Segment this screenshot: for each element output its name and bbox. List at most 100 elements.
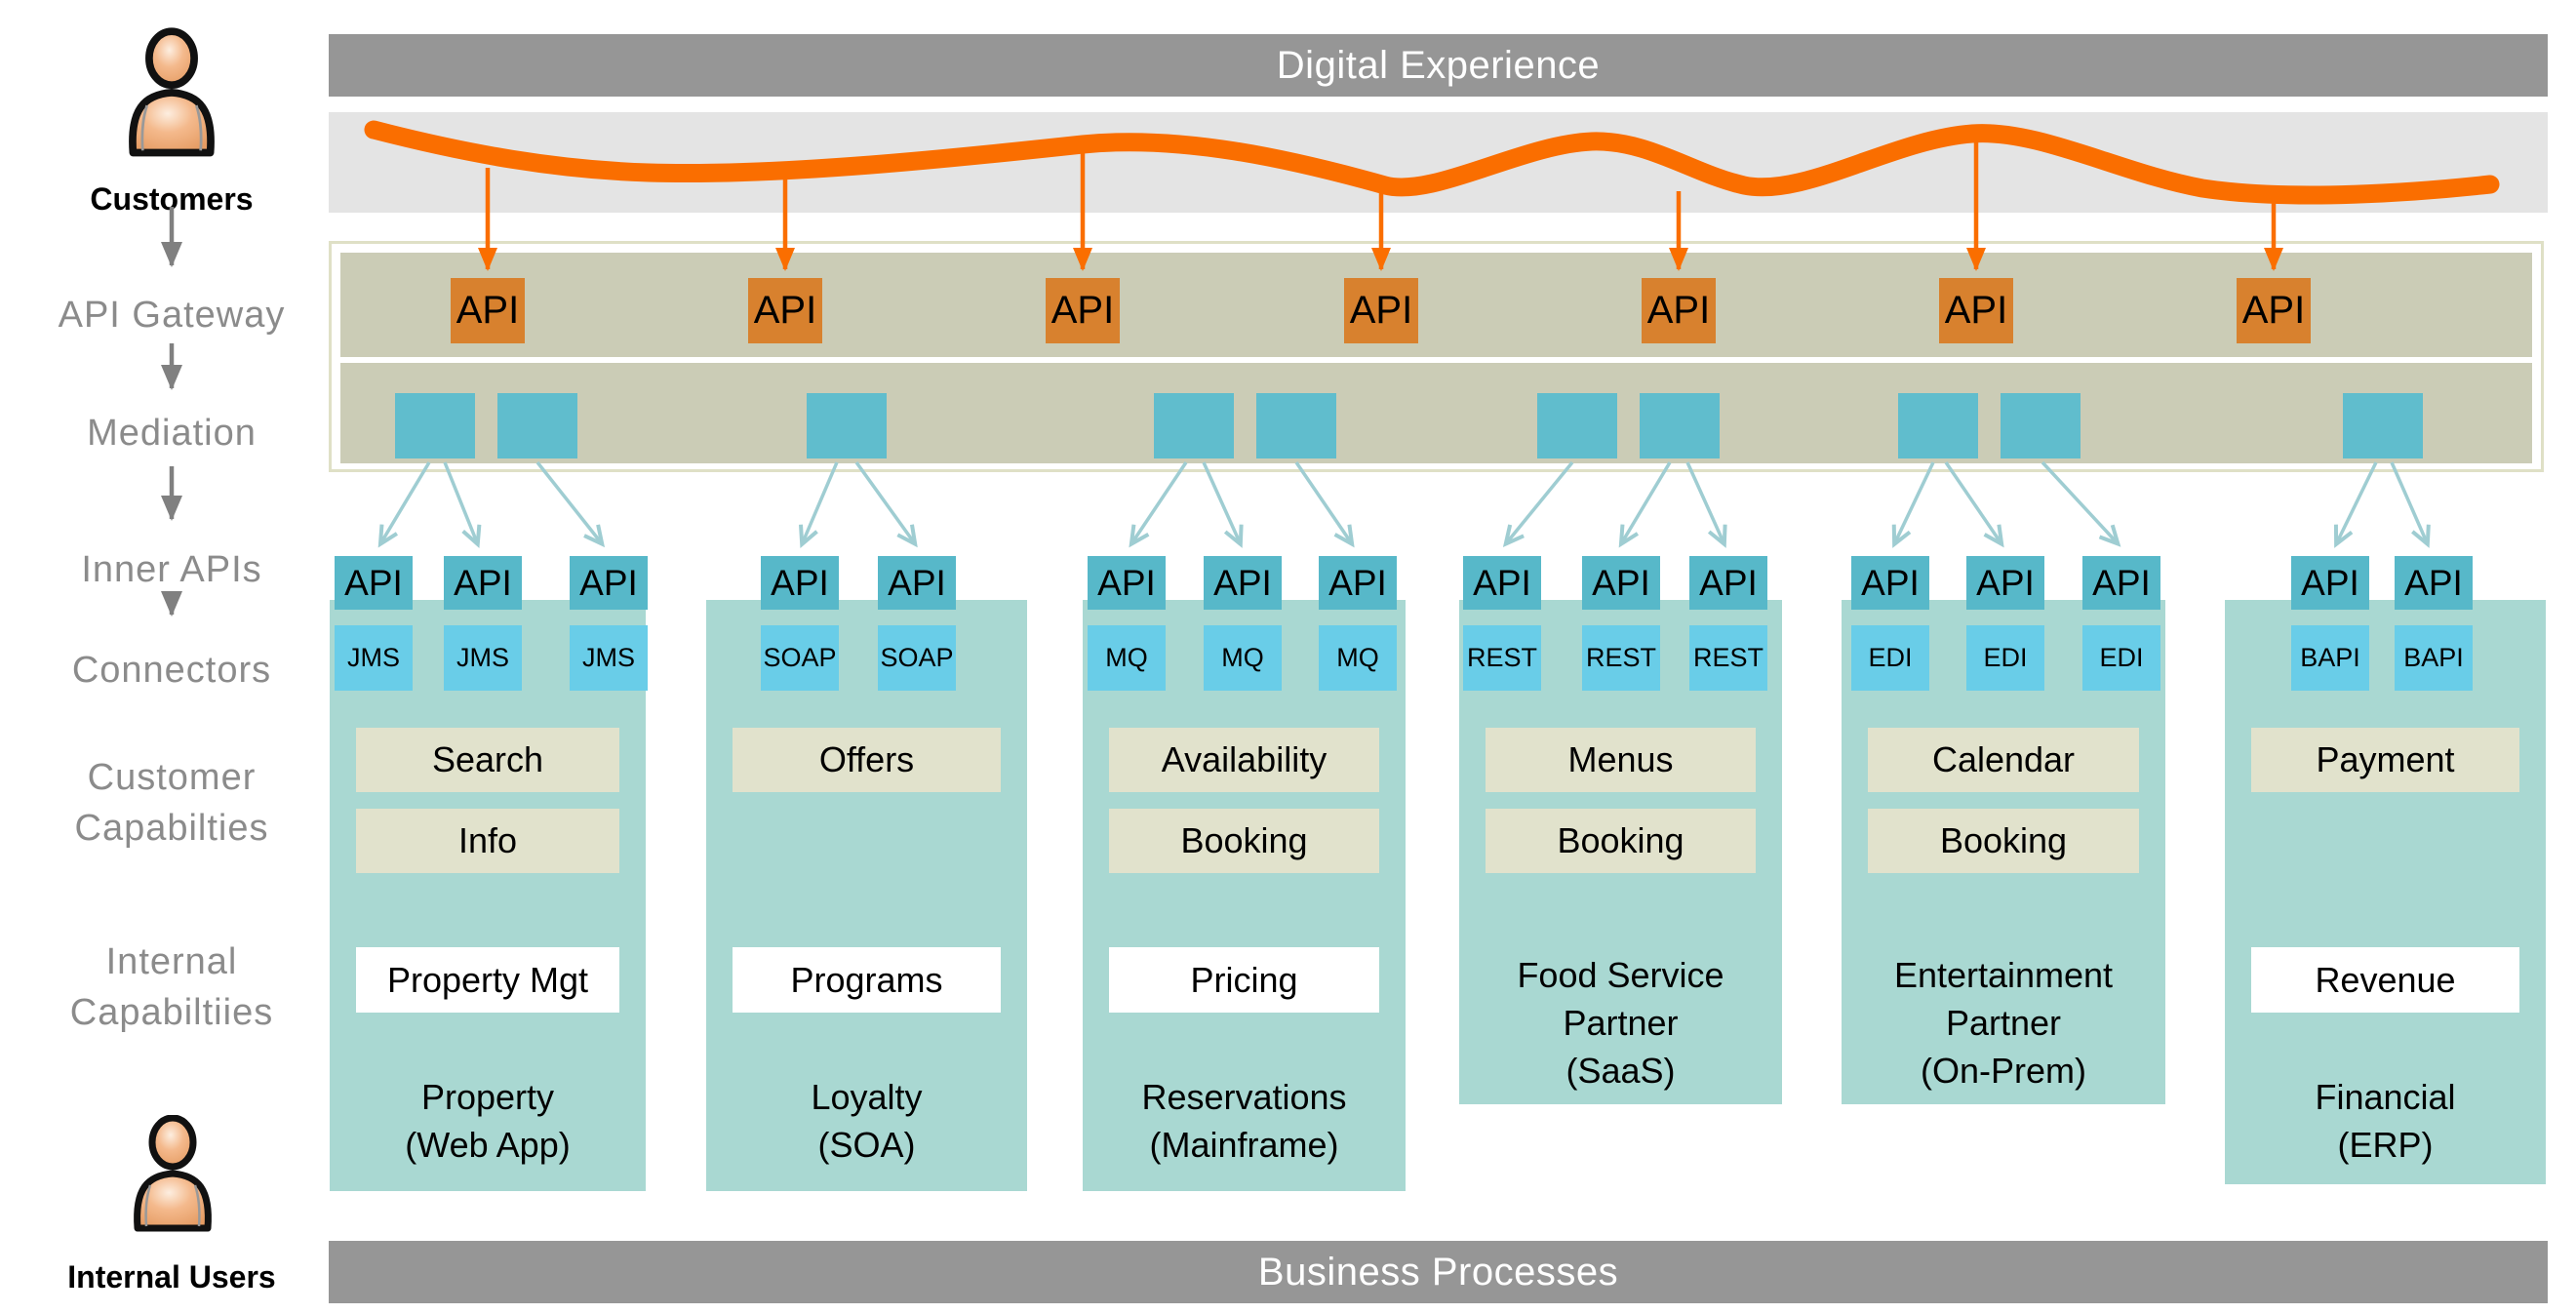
mediation-box: [2343, 393, 2423, 458]
mediation-arrow: [377, 461, 431, 548]
mediation-box: [1256, 393, 1336, 458]
mediation-arrow: [2333, 461, 2378, 548]
mediation-box: [1154, 393, 1234, 458]
internal-capability-box: Revenue: [2251, 947, 2519, 1013]
internal-users-label: Internal Users: [67, 1259, 276, 1294]
capability-box: Booking: [1486, 809, 1756, 873]
inner-api-box: API: [1582, 556, 1660, 610]
mediation-box: [1898, 393, 1978, 458]
inner-api-box: API: [1319, 556, 1397, 610]
mediation-arrow: [1202, 461, 1244, 548]
capability-box: Menus: [1486, 728, 1756, 792]
mediation-arrow: [443, 461, 482, 549]
capability-box: Info: [356, 809, 619, 873]
mediation-band: [340, 363, 2532, 463]
mediation-arrow: [1685, 461, 1727, 548]
system-column-property: Search Info Property Mgt Property(Web Ap…: [330, 600, 646, 1191]
mediation-arrow: [1502, 460, 1574, 548]
inner-api-box: API: [2082, 556, 2160, 610]
connector-box: EDI: [2082, 625, 2160, 691]
mediation-arrow: [1129, 461, 1188, 548]
mediation-arrow: [1618, 461, 1672, 548]
mediation-box: [1537, 393, 1617, 458]
gateway-api-box: API: [1642, 278, 1716, 343]
inner-api-box: API: [1966, 556, 2044, 610]
connector-box: JMS: [444, 625, 522, 691]
connector-box: REST: [1582, 625, 1660, 691]
mediation-arrow: [1944, 461, 2004, 548]
layer-label-inner-apis: Inner APIs: [81, 549, 262, 590]
system-column-reservations: Availability Booking Pricing Reservation…: [1083, 600, 1406, 1191]
inner-api-box: API: [878, 556, 956, 610]
capability-box: Search: [356, 728, 619, 792]
inner-api-box: API: [335, 556, 413, 610]
internal-users-person-icon: [134, 1115, 212, 1232]
inner-api-box: API: [444, 556, 522, 610]
column-footer: Reservations(Mainframe): [1141, 1077, 1347, 1165]
api-gateway-container: [329, 241, 2544, 472]
inner-api-box: API: [1463, 556, 1541, 610]
gateway-api-box: API: [1046, 278, 1120, 343]
gateway-api-box: API: [748, 278, 822, 343]
api-gateway-band: [340, 253, 2532, 357]
inner-api-box: API: [1851, 556, 1929, 610]
connector-box: MQ: [1204, 625, 1282, 691]
gateway-api-box: API: [451, 278, 525, 343]
column-footer: Property(Web App): [405, 1077, 571, 1165]
mediation-box: [2001, 393, 2081, 458]
layer-label-internal-capabilities: Internal Capabiltiies: [69, 941, 274, 1033]
mediation-box: [807, 393, 887, 458]
mediation-arrow: [1891, 461, 1935, 548]
internal-capability-box: Programs: [733, 947, 1001, 1013]
mediation-arrow: [2390, 461, 2431, 548]
column-footer: Loyalty(SOA): [811, 1077, 923, 1165]
layer-label-mediation: Mediation: [87, 413, 257, 454]
connector-box: REST: [1689, 625, 1767, 691]
inner-api-box: API: [1088, 556, 1166, 610]
inner-api-box: API: [1689, 556, 1767, 610]
connector-box: SOAP: [761, 625, 839, 691]
connector-box: JMS: [570, 625, 648, 691]
customers-label: Customers: [90, 181, 254, 217]
capability-box: Booking: [1868, 809, 2139, 873]
gateway-api-box: API: [2237, 278, 2311, 343]
mediation-box: [1640, 393, 1720, 458]
connector-box: JMS: [335, 625, 413, 691]
mediation-box: [497, 393, 577, 458]
connector-box: MQ: [1088, 625, 1166, 691]
mediation-arrow: [799, 461, 839, 548]
mediation-arrow: [1294, 461, 1355, 548]
column-footer: Financial(ERP): [2315, 1077, 2456, 1165]
mediation-arrow: [2041, 460, 2121, 547]
internal-capability-box: Pricing: [1109, 947, 1379, 1013]
inner-api-box: API: [2395, 556, 2473, 610]
mediation-box: [395, 393, 475, 458]
capability-box: Payment: [2251, 728, 2519, 792]
internal-capability-box: Property Mgt: [356, 947, 619, 1013]
business-processes-banner: Business Processes: [329, 1241, 2548, 1303]
connector-box: MQ: [1319, 625, 1397, 691]
connector-box: REST: [1463, 625, 1541, 691]
system-column-financial: Payment Revenue Financial(ERP): [2225, 600, 2546, 1184]
customers-person-icon: [129, 27, 215, 157]
layer-label-customer-capabilities: Customer Capabilties: [74, 757, 269, 849]
system-column-loyalty: Offers Programs Loyalty(SOA): [706, 600, 1027, 1191]
connector-box: BAPI: [2291, 625, 2369, 691]
connector-box: EDI: [1851, 625, 1929, 691]
layer-label-connectors: Connectors: [71, 650, 272, 691]
digital-experience-banner: Digital Experience: [329, 34, 2548, 97]
gateway-api-box: API: [1939, 278, 2013, 343]
inner-api-box: API: [570, 556, 648, 610]
mediation-arrow: [535, 460, 606, 548]
capability-box: Calendar: [1868, 728, 2139, 792]
experience-journey-band: [329, 112, 2548, 213]
capability-box: Availability: [1109, 728, 1379, 792]
capability-box: Booking: [1109, 809, 1379, 873]
gateway-api-box: API: [1344, 278, 1418, 343]
inner-api-box: API: [1204, 556, 1282, 610]
connector-box: BAPI: [2395, 625, 2473, 691]
inner-api-box: API: [2291, 556, 2369, 610]
